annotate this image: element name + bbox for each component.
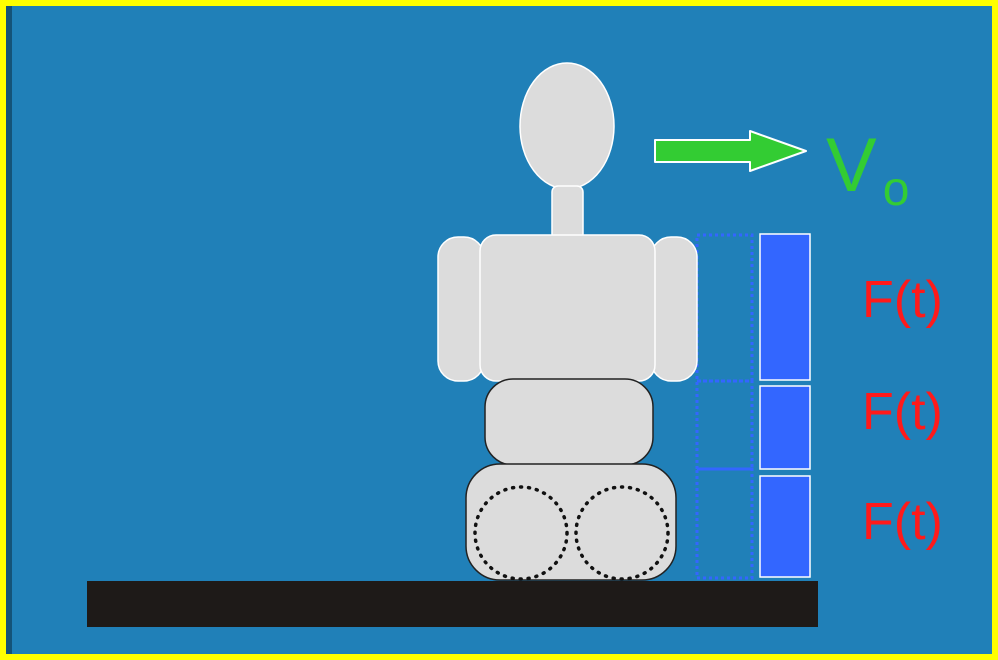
ground-surface [87, 581, 818, 627]
force-label-middle: F(t) [862, 386, 943, 438]
dummy-pelvis [485, 379, 653, 465]
velocity-symbol: V [826, 123, 877, 208]
dummy-seat-base [466, 464, 676, 580]
dummy-torso [480, 235, 655, 381]
dummy-left-arm [438, 237, 484, 381]
dummy-right-arm [651, 237, 697, 381]
force-block-upper [760, 234, 810, 380]
force-block-middle [760, 386, 810, 469]
force-label-lower: F(t) [862, 496, 943, 548]
force-block-lower [760, 476, 810, 577]
left-shadow [6, 6, 12, 654]
dummy-neck [552, 186, 583, 240]
velocity-subscript: o [883, 163, 910, 216]
force-label-upper: F(t) [862, 274, 943, 326]
dummy-head [520, 63, 614, 189]
